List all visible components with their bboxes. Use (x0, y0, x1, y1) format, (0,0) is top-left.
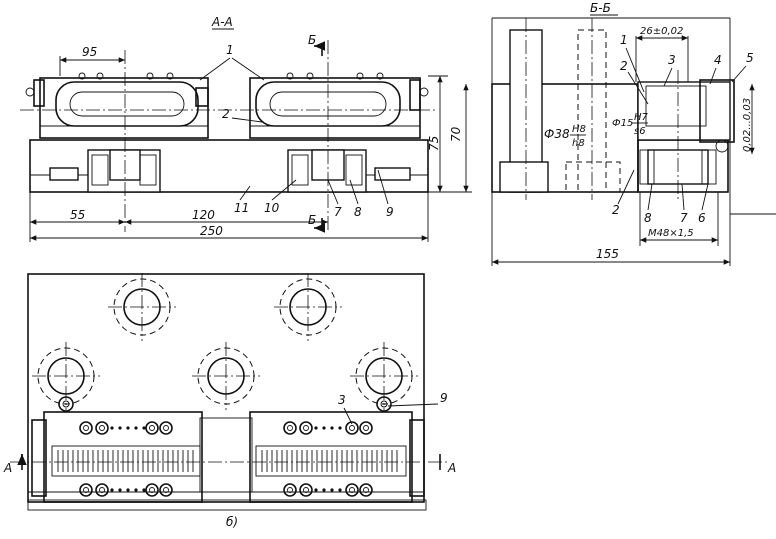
part-10-label: 10 (264, 201, 280, 215)
bb-part-4: 4 (714, 53, 722, 67)
clamp-bolt (95, 421, 109, 435)
dim-tolerance: 0,02...0,03 (742, 98, 753, 152)
clamp-bolt (299, 483, 313, 497)
bb-part-7: 7 (680, 211, 688, 225)
plan-clamp-right (249, 411, 413, 503)
fit-15-top: H7 (634, 112, 649, 123)
cut-mark-a-left: A (3, 461, 12, 475)
mounting-hole (350, 342, 418, 410)
bb-part-5: 5 (746, 51, 754, 65)
mounting-hole (108, 273, 176, 341)
clamp-bolt (345, 421, 359, 435)
base-plate-11 (29, 139, 429, 193)
clamp-bolt (359, 421, 373, 435)
clamp-bolt (79, 421, 93, 435)
dim-75: 75 (427, 136, 441, 151)
clamp-bolt (299, 421, 313, 435)
section-bb-view: Б-Б 26±0,02 0,02...0,03 (491, 1, 776, 266)
part-11-label: 11 (234, 201, 249, 215)
clamp-bolt (145, 483, 159, 497)
clamp-bolt (95, 483, 109, 497)
clamp-bolt (79, 483, 93, 497)
spring-pack (255, 445, 407, 477)
dim-26: 26±0,02 (640, 26, 683, 37)
clamp-unit-left (39, 77, 209, 139)
plan-part-9: 9 (440, 391, 448, 405)
bb-part-8: 8 (644, 211, 652, 225)
bb-clamp-housing (637, 81, 731, 141)
dim-155: 155 (596, 247, 619, 261)
mounting-hole (32, 342, 100, 410)
fit-15-bottom: s6 (634, 126, 646, 137)
bb-part-3: 3 (668, 53, 676, 67)
clamp-bolt (283, 421, 297, 435)
mounting-hole (274, 273, 342, 341)
clamp-bolt (145, 421, 159, 435)
cut-mark-a-right: A (447, 461, 456, 475)
part-1-label: 1 (226, 43, 234, 57)
fit-38-top: H8 (572, 124, 586, 135)
spring-pack (51, 445, 201, 477)
clamp-bolt (345, 483, 359, 497)
fit-38-bottom: h8 (572, 138, 585, 149)
dim-phi38: Ф38 (544, 127, 570, 141)
part-7-label: 7 (334, 205, 342, 219)
clamp-pad-left-1 (55, 81, 199, 127)
bb-part-6: 6 (698, 211, 706, 225)
dim-250: 250 (200, 224, 223, 238)
dim-phi15: Ф15 (612, 118, 633, 129)
dim-70: 70 (449, 126, 463, 142)
cut-mark-b-top: Б (308, 33, 316, 47)
clamp-bolt (283, 483, 297, 497)
part-8-label: 8 (354, 205, 362, 219)
bb-part-2a: 2 (620, 59, 628, 73)
plan-clamp-left (43, 411, 203, 503)
fitting-9 (376, 396, 392, 412)
section-aa-view: А-А (20, 15, 472, 242)
clamp-bolt (159, 483, 173, 497)
clamp-bolt (359, 483, 373, 497)
plan-caption: б) (226, 515, 238, 529)
dim-thread: М48×1,5 (648, 228, 694, 239)
plan-part-3: 3 (338, 393, 346, 407)
mounting-hole (192, 342, 260, 410)
dim-55: 55 (70, 208, 85, 222)
dim-95: 95 (82, 45, 97, 59)
section-aa-title: А-А (211, 15, 233, 29)
part-9-label: 9 (386, 205, 394, 219)
dim-120: 120 (192, 208, 215, 222)
cut-mark-b-bottom: Б (308, 213, 316, 227)
clamp-bolt (159, 421, 173, 435)
fitting-9 (58, 396, 74, 412)
section-bb-title: Б-Б (590, 1, 611, 15)
bb-part-1: 1 (620, 33, 628, 47)
bb-part-2b: 2 (612, 203, 620, 217)
plan-view: A A 3 9 б) (3, 273, 456, 529)
plan-outline (27, 273, 425, 503)
part-2-label: 2 (222, 107, 230, 121)
